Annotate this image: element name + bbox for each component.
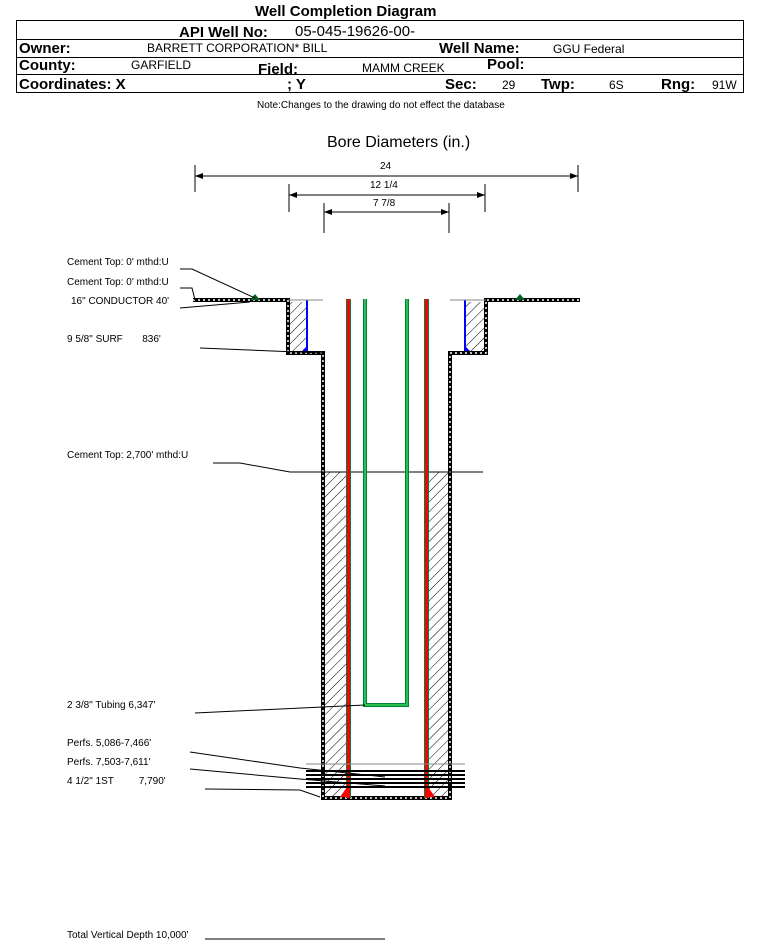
note: Note:Changes to the drawing do not effec… (257, 100, 505, 111)
label-leaders (179, 268, 386, 940)
twp-value: 6S (609, 78, 624, 92)
bore-diameter-24: 24 (380, 161, 392, 172)
label-cement-top-2: Cement Top: 0' mthd:U (67, 277, 169, 288)
label-production-casing: 4 1/2" 1ST 7,790' (67, 776, 166, 787)
y-label: ; Y (287, 76, 306, 93)
bore-title: Bore Diameters (in.) (327, 134, 471, 151)
cement-hatch (289, 302, 485, 797)
rng-value: 91W (712, 78, 737, 92)
label-surface-casing: 9 5/8" SURF 836' (67, 334, 161, 345)
well-header-table (16, 20, 744, 93)
api-label: API Well No: (179, 24, 268, 41)
bore-diameter-7-7-8: 7 7/8 (373, 198, 396, 209)
label-tubing: 2 3/8" Tubing 6,347' (67, 700, 156, 711)
owner-value: BARRETT CORPORATION* BILL (147, 41, 328, 55)
label-cement-top-3: Cement Top: 2,700' mthd:U (67, 450, 189, 461)
field-label: Field: (258, 61, 298, 78)
sec-label: Sec: (445, 76, 477, 93)
county-value: GARFIELD (131, 58, 192, 72)
field-value: MAMM CREEK (362, 61, 445, 75)
casing-outline (193, 298, 580, 800)
rng-label: Rng: (661, 76, 696, 93)
bore-diameter-12-1-4: 12 1/4 (370, 180, 398, 191)
owner-label: Owner: (19, 40, 71, 57)
diagram-title: Well Completion Diagram (255, 3, 437, 20)
label-cement-top-1: Cement Top: 0' mthd:U (67, 257, 169, 268)
label-total-depth: Total Vertical Depth 10,000' (67, 930, 189, 941)
label-perfs-1: Perfs. 5,086-7,466' (67, 738, 152, 749)
production-casing (340, 299, 435, 798)
coordinates-label: Coordinates: X (19, 76, 126, 93)
label-perfs-2: Perfs. 7,503-7,611' (67, 757, 151, 768)
tubing (363, 299, 409, 707)
bore-dimensions (194, 165, 579, 233)
county-label: County: (19, 57, 76, 74)
pool-label: Pool: (487, 56, 525, 73)
label-conductor: 16" CONDUCTOR 40' (71, 296, 170, 307)
well-name-label: Well Name: (439, 40, 520, 57)
api-value: 05-045-19626-00- (295, 23, 416, 40)
sec-value: 29 (502, 78, 516, 92)
twp-label: Twp: (541, 76, 575, 93)
well-name-value: GGU Federal (553, 42, 625, 56)
perforations (306, 770, 465, 788)
